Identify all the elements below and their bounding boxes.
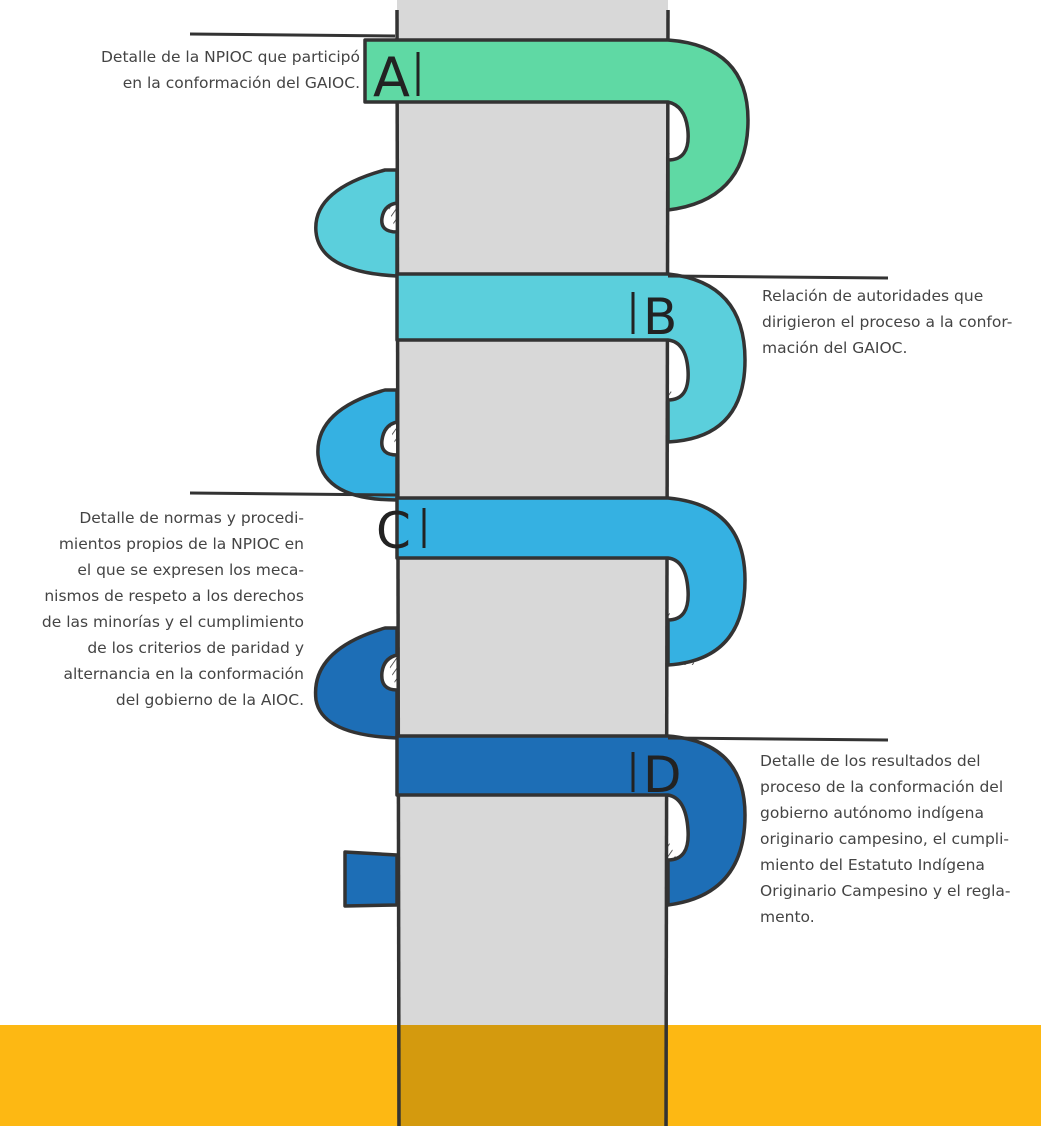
band-b-front — [395, 272, 747, 444]
band-b-back-loop — [314, 168, 399, 278]
description-c: Detalle de normas y procedi- mientos pro… — [42, 505, 304, 713]
leader-line-b — [667, 274, 889, 280]
leader-line-d — [667, 736, 889, 742]
band-c — [316, 388, 747, 667]
pillar — [397, 0, 668, 1126]
description-d-line: Detalle de los resultados del — [760, 752, 981, 770]
description-c-line: nismos de respeto a los derechos — [44, 587, 304, 605]
description-d-line: Originario Campesino y el regla- — [760, 882, 1011, 900]
band-c-back-loop — [316, 388, 399, 502]
description-c-line: de las minorías y el cumplimiento — [41, 613, 304, 631]
band-b — [314, 168, 747, 444]
band-c-front — [395, 496, 747, 667]
description-d-line: gobierno autónomo indígena — [760, 804, 985, 822]
step-letter-c: C — [376, 502, 411, 560]
band-d-back-loop — [313, 626, 399, 740]
band-d — [313, 626, 747, 908]
description-a: Detalle de la NPIOC que participó en la … — [101, 44, 360, 96]
pillar-base-shadow — [397, 1025, 668, 1126]
description-a-line: en la conformación del GAIOC. — [122, 74, 360, 92]
step-letter-a: A — [373, 46, 410, 109]
description-b: Relación de autoridades que dirigieron e… — [762, 283, 1012, 361]
description-c-line: del gobierno de la AIOC. — [115, 691, 304, 709]
leader-line-a — [189, 32, 396, 38]
step-letter-b: B — [643, 288, 677, 346]
description-d-line: originario campesino, el cumpli- — [760, 830, 1010, 848]
description-d-line: mento. — [760, 908, 815, 926]
description-c-line: mientos propios de la NPIOC en — [58, 535, 304, 553]
band-a — [363, 38, 750, 212]
description-b-line: dirigieron el proceso a la confor- — [762, 313, 1013, 331]
band-a-front — [363, 38, 750, 212]
description-b-line: Relación de autoridades que — [762, 287, 984, 305]
description-d: Detalle de los resultados del proceso de… — [760, 748, 1011, 930]
description-c-line: de los criterios de paridad y — [87, 639, 304, 657]
leader-line-c — [189, 491, 398, 497]
description-d-line: proceso de la conformación del — [760, 778, 1004, 796]
description-c-line: alternancia en la conformación — [63, 665, 304, 683]
step-letter-d: D — [643, 746, 682, 804]
description-d-line: miento del Estatuto Indígena — [760, 856, 985, 874]
description-c-line: el que se expresen los meca- — [77, 561, 304, 579]
description-c-line: Detalle de normas y procedi- — [79, 509, 304, 527]
band-d-tail — [343, 850, 399, 908]
band-d-front — [395, 734, 747, 907]
description-a-line: Detalle de la NPIOC que participó — [101, 48, 360, 66]
description-b-line: mación del GAIOC. — [762, 339, 908, 357]
